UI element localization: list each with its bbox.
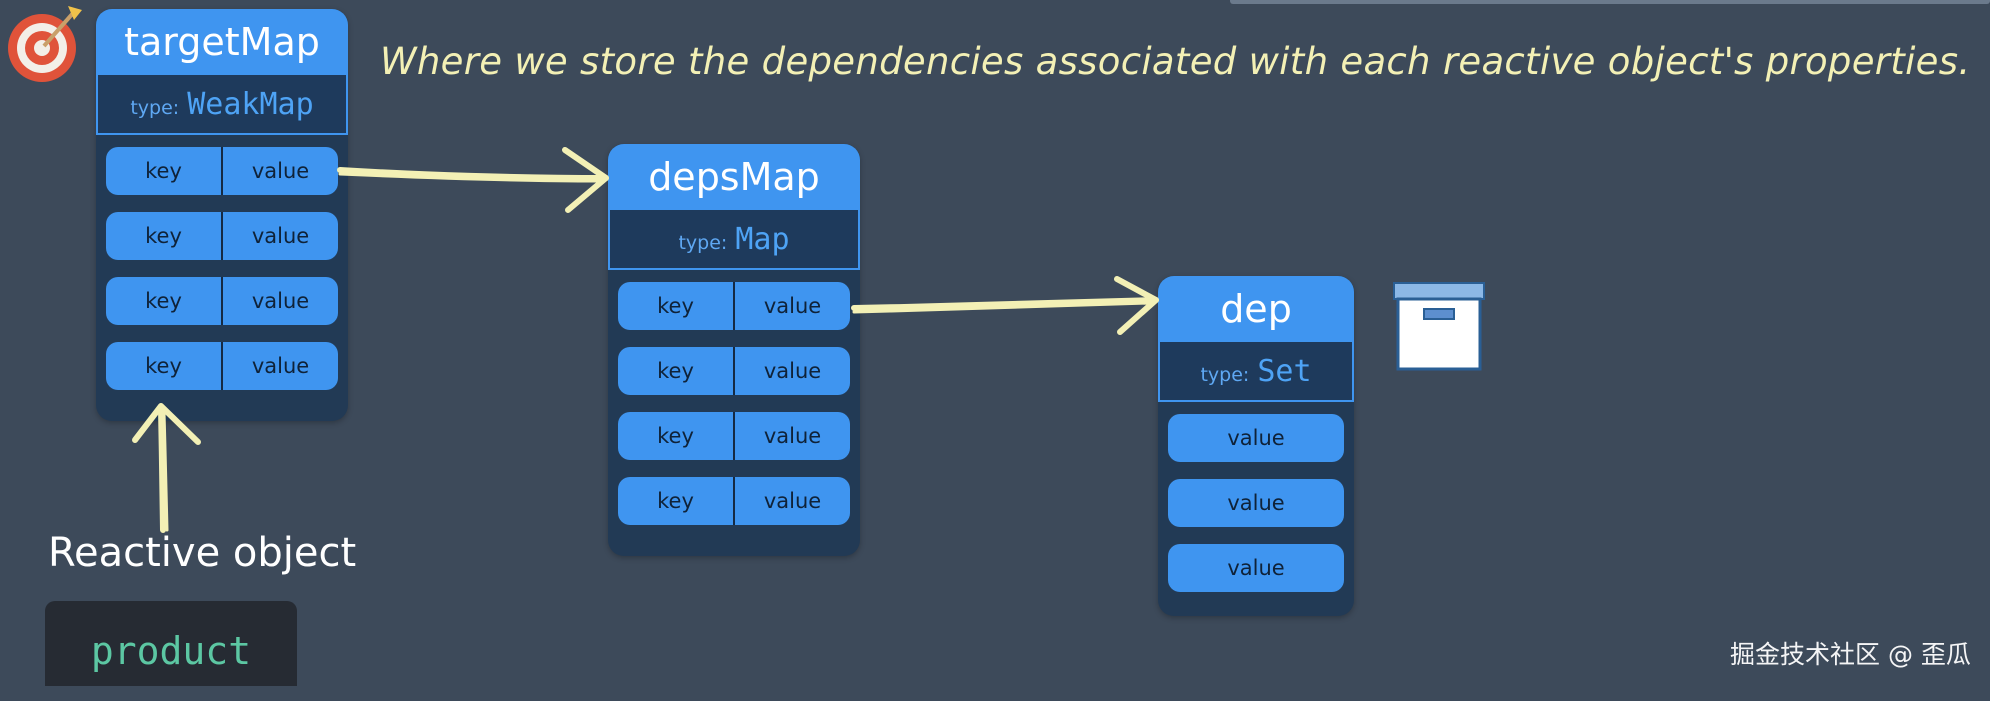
target-map-type: type: WeakMap — [96, 75, 348, 135]
dep-rows: value value value — [1158, 402, 1354, 602]
dep-set-box: dep type: Set value value value — [1158, 276, 1354, 616]
row-key: key — [106, 147, 223, 195]
row-key: key — [106, 342, 223, 390]
table-row: key value — [106, 342, 338, 390]
deps-map-type-value: Map — [735, 222, 790, 257]
box-icon — [1393, 282, 1485, 371]
row-value: value — [251, 354, 310, 378]
row-key: key — [618, 412, 735, 460]
dep-type-value: Set — [1257, 354, 1312, 389]
list-item: value — [1168, 479, 1344, 527]
table-row: key value — [106, 212, 338, 260]
watermark: 掘金技术社区 @ 歪瓜 — [1730, 640, 1971, 669]
table-row: key value — [618, 412, 850, 460]
caption: Where we store the dependencies associat… — [380, 40, 1971, 83]
row-key: key — [618, 477, 735, 525]
row-key: key — [106, 277, 223, 325]
arrow-reactive-to-target — [132, 403, 201, 533]
row-key: key — [618, 282, 735, 330]
set-value: value — [1227, 556, 1285, 580]
list-item: value — [1168, 544, 1344, 592]
set-value: value — [1227, 426, 1285, 450]
target-icon — [8, 6, 82, 82]
table-row: key value — [106, 277, 338, 325]
reactive-object-code: product — [45, 601, 297, 686]
type-label: type: — [678, 232, 728, 254]
dep-type: type: Set — [1158, 342, 1354, 402]
target-map-type-value: WeakMap — [187, 87, 314, 122]
row-value: value — [251, 159, 310, 183]
row-value: value — [763, 489, 822, 513]
arrow-deps-to-dep — [851, 276, 1159, 335]
arrow-target-to-deps — [337, 147, 609, 213]
deps-map-title: depsMap — [608, 144, 860, 210]
target-map-title: targetMap — [96, 9, 348, 75]
row-value: value — [251, 289, 310, 313]
table-row: key value — [618, 282, 850, 330]
row-value: value — [763, 294, 822, 318]
top-bar — [1230, 0, 1990, 4]
target-map-box: targetMap type: WeakMap key value key val… — [96, 9, 348, 421]
arrows-layer — [132, 147, 1159, 533]
row-value: value — [251, 224, 310, 248]
table-row: key value — [618, 347, 850, 395]
type-label: type: — [1200, 364, 1250, 386]
deps-map-rows: key value key value key value key value — [608, 270, 860, 535]
row-key: key — [106, 212, 223, 260]
deps-map-type: type: Map — [608, 210, 860, 270]
set-value: value — [1227, 491, 1285, 515]
dep-title: dep — [1158, 276, 1354, 342]
table-row: key value — [106, 147, 338, 195]
row-value: value — [763, 359, 822, 383]
deps-map-box: depsMap type: Map key value key value key… — [608, 144, 860, 556]
row-key: key — [618, 347, 735, 395]
type-label: type: — [130, 97, 180, 119]
list-item: value — [1168, 414, 1344, 462]
target-map-rows: key value key value key value key value — [96, 135, 348, 400]
row-value: value — [763, 424, 822, 448]
reactive-object-label: Reactive object — [48, 530, 357, 576]
table-row: key value — [618, 477, 850, 525]
